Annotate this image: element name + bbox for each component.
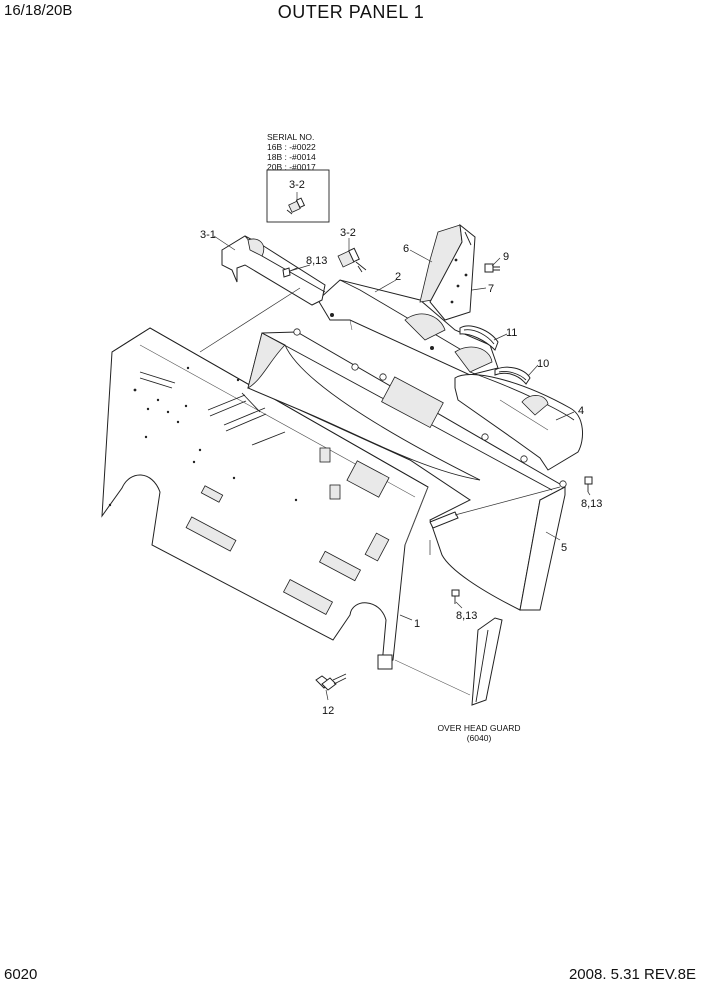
inset-part-3-2-icon bbox=[286, 197, 306, 215]
callout-9: 9 bbox=[503, 251, 509, 263]
bolt-part-9 bbox=[484, 263, 500, 273]
serial-line-20b: 20B : -#0017 bbox=[267, 162, 316, 172]
callout-10: 10 bbox=[537, 358, 549, 370]
callout-8-13-top: 8,13 bbox=[306, 255, 327, 267]
callout-numbers: 3-1 8,13 3-2 2 6 9 7 11 10 4 8,13 5 8,13… bbox=[200, 227, 602, 717]
callout-5: 5 bbox=[561, 542, 567, 554]
callout-leader-lines bbox=[199, 235, 591, 701]
revision-date: 2008. 5.31 REV.8E bbox=[568, 966, 696, 983]
top-rail-part-2 bbox=[317, 279, 499, 376]
callout-1: 1 bbox=[414, 618, 420, 630]
callout-2: 2 bbox=[395, 271, 401, 283]
callout-12: 12 bbox=[322, 705, 334, 717]
serial-line-18b: 18B : -#0014 bbox=[267, 152, 316, 162]
lamp-part-3-2 bbox=[337, 247, 367, 273]
inset-callout-3-2: 3-2 bbox=[289, 179, 305, 191]
serial-number-inset: SERIAL NO. 16B : -#0022 18B : -#0014 20B… bbox=[266, 132, 330, 223]
screws-part-8-13 bbox=[282, 267, 593, 604]
callout-3-1: 3-1 bbox=[200, 229, 216, 241]
rail-end-part-3-1 bbox=[221, 235, 326, 306]
callout-8-13-right: 8,13 bbox=[581, 498, 602, 510]
overhead-guard-reference: OVER HEAD GUARD (6040) bbox=[394, 617, 521, 743]
curved-panel-part-5 bbox=[247, 328, 567, 611]
callout-11: 11 bbox=[506, 327, 517, 339]
model-code: 16/18/20B bbox=[4, 2, 73, 19]
grip-part-11 bbox=[459, 325, 499, 351]
callout-8-13-bottom: 8,13 bbox=[456, 610, 477, 622]
serial-inset-frame bbox=[266, 169, 330, 223]
upright-bracket-part-6-7 bbox=[419, 223, 476, 321]
callout-4: 4 bbox=[578, 405, 584, 417]
callout-7: 7 bbox=[488, 283, 494, 295]
rail-end-part-4 bbox=[454, 371, 583, 471]
rear-plate-part-1 bbox=[101, 327, 429, 670]
grip-part-10 bbox=[494, 366, 531, 385]
callout-3-2: 3-2 bbox=[340, 227, 356, 239]
bolt-part-12 bbox=[315, 673, 347, 691]
callout-6: 6 bbox=[403, 243, 409, 255]
reference-code: (6040) bbox=[467, 733, 492, 743]
page-title: OUTER PANEL 1 bbox=[277, 2, 425, 22]
serial-heading: SERIAL NO. bbox=[267, 132, 314, 142]
page-number: 6020 bbox=[4, 966, 38, 983]
serial-line-16b: 16B : -#0022 bbox=[267, 142, 316, 152]
reference-label: OVER HEAD GUARD bbox=[437, 723, 520, 733]
